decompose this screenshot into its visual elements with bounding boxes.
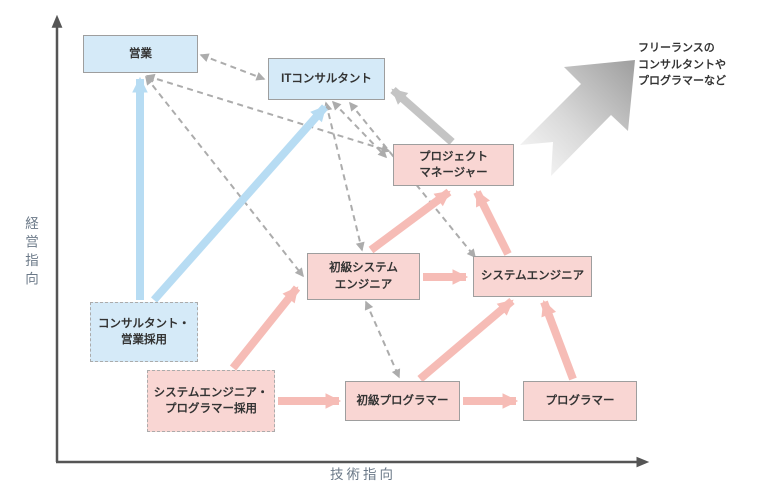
node-it-consultant-label: ITコンサルタント xyxy=(281,72,372,85)
edge-eigyo-shokyu_se xyxy=(145,75,304,278)
node-project-manager-label: プロジェクト マネージャー xyxy=(419,150,488,179)
node-consultant-sales-hire-label: コンサルタント・ 営業採用 xyxy=(98,317,190,346)
edges-layer xyxy=(132,53,577,409)
edge-consult_hire-itcon xyxy=(151,104,328,303)
edge-shokyu_se-shokyu_pg xyxy=(364,300,401,379)
node-junior-programmer-label: 初級プログラマー xyxy=(356,394,449,407)
edge-se_pg_hire-shokyu_se xyxy=(229,285,301,371)
edge-se-pm xyxy=(473,190,512,256)
node-system-engineer-label: システムエンジニア xyxy=(480,270,585,283)
node-se-programmer-hire: システムエンジニア・ プログラマー採用 xyxy=(147,370,275,432)
freelance-arrow xyxy=(520,60,635,176)
node-junior-system-engineer-label: 初級システム エンジニア xyxy=(329,262,398,291)
edge-pm-itcon xyxy=(390,86,455,146)
node-programmer-label: プログラマー xyxy=(545,394,615,407)
node-sales-label: 営業 xyxy=(129,47,152,60)
x-axis-label: 技術指向 xyxy=(330,467,396,482)
node-junior-programmer: 初級プログラマー xyxy=(345,381,460,421)
edge-eigyo-itcon xyxy=(199,53,266,81)
node-it-consultant: ITコンサルタント xyxy=(268,58,385,100)
edge-pg-se xyxy=(540,300,577,381)
node-project-manager: プロジェクト マネージャー xyxy=(393,144,514,186)
edge-itcon-pm xyxy=(331,100,388,159)
node-programmer: プログラマー xyxy=(523,381,637,421)
edge-shokyu_se-pm xyxy=(368,188,452,254)
node-consultant-sales-hire: コンサルタント・ 営業採用 xyxy=(90,302,198,362)
node-system-engineer: システムエンジニア xyxy=(473,256,592,297)
edge-shokyu_pg-se xyxy=(417,297,515,383)
freelance-note: フリーランスの コンサルタントや プログラマーなど xyxy=(638,42,726,87)
y-axis-label: 経営指向 xyxy=(23,216,38,290)
node-sales: 営業 xyxy=(83,35,198,73)
node-junior-system-engineer: 初級システム エンジニア xyxy=(307,253,420,300)
node-se-programmer-hire-label: システムエンジニア・ プログラマー採用 xyxy=(153,386,269,415)
